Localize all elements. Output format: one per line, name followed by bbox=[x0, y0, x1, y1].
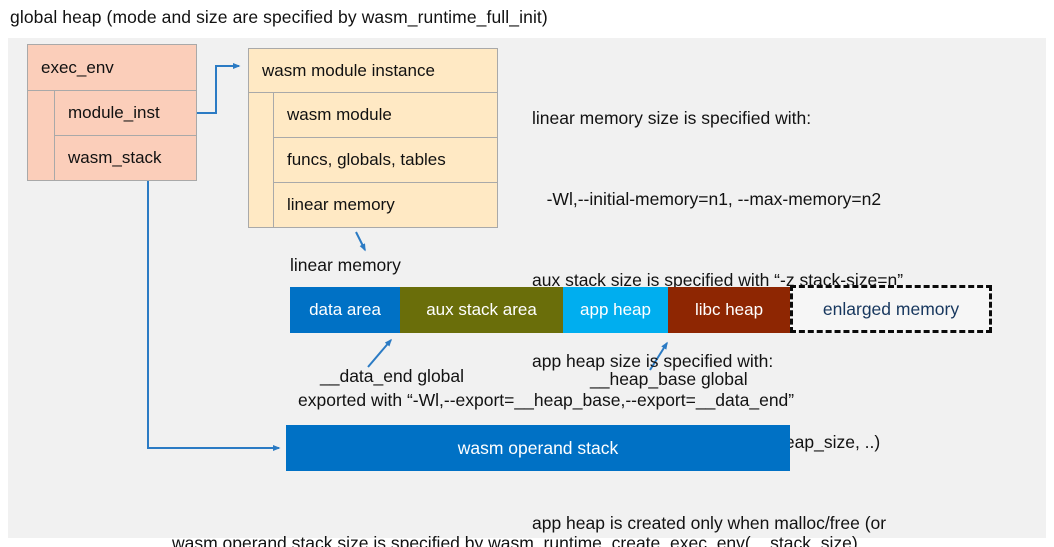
wasm-module-instance-box: wasm module instance wasm module funcs, … bbox=[248, 48, 498, 228]
memory-config-notes: linear memory size is specified with: -W… bbox=[532, 51, 903, 547]
note-line: app heap size is specified with: bbox=[532, 351, 774, 371]
arrow-data-end-to-boundary bbox=[367, 338, 392, 368]
exec-env-fields: module_inst wasm_stack bbox=[54, 91, 196, 180]
instance-field-funcs-globals-tables: funcs, globals, tables bbox=[273, 138, 497, 183]
note-line: -Wl,--initial-memory=n1, --max-memory=n2 bbox=[532, 189, 882, 209]
linear-memory-bar: data area aux stack area app heap libc h… bbox=[290, 287, 790, 333]
linear-memory-label: linear memory bbox=[290, 255, 401, 275]
segment-data-area: data area bbox=[290, 287, 400, 333]
segment-libc-heap: libc heap bbox=[668, 287, 790, 333]
arrow-linear-memory-cell-to-bar bbox=[355, 231, 366, 252]
operand-stack-note-line-1: wasm operand stack size is specified by … bbox=[172, 533, 858, 547]
note-line: aux stack size is specified with “-z sta… bbox=[532, 270, 904, 290]
instance-field-linear-memory: linear memory bbox=[273, 183, 497, 227]
wasm-operand-stack-bar: wasm operand stack bbox=[286, 425, 790, 471]
exec-env-title: exec_env bbox=[28, 45, 196, 91]
export-flags-note: exported with “-Wl,--export=__heap_base,… bbox=[298, 390, 795, 410]
operand-stack-size-note: wasm operand stack size is specified by … bbox=[172, 481, 858, 547]
segment-app-heap: app heap bbox=[563, 287, 668, 333]
diagram-panel: exec_env module_inst wasm_stack wasm mod… bbox=[8, 38, 1046, 547]
note-line: app heap is created only when malloc/fre… bbox=[532, 513, 887, 533]
heap-base-global-label: __heap_base global bbox=[590, 369, 748, 389]
instance-field-wasm-module: wasm module bbox=[273, 93, 497, 138]
wasm-module-instance-fields: wasm module funcs, globals, tables linea… bbox=[273, 93, 497, 227]
exec-env-field-module-inst: module_inst bbox=[54, 91, 196, 136]
note-line: linear memory size is specified with: bbox=[532, 108, 812, 128]
exec-env-box: exec_env module_inst wasm_stack bbox=[27, 44, 197, 181]
segment-aux-stack-area: aux stack area bbox=[400, 287, 563, 333]
diagram-title: global heap (mode and size are specified… bbox=[10, 7, 548, 27]
exec-env-field-wasm-stack: wasm_stack bbox=[54, 136, 196, 180]
data-end-global-label: __data_end global bbox=[320, 366, 465, 386]
wasm-module-instance-title: wasm module instance bbox=[249, 49, 497, 93]
enlarged-memory-box: enlarged memory bbox=[790, 285, 992, 333]
